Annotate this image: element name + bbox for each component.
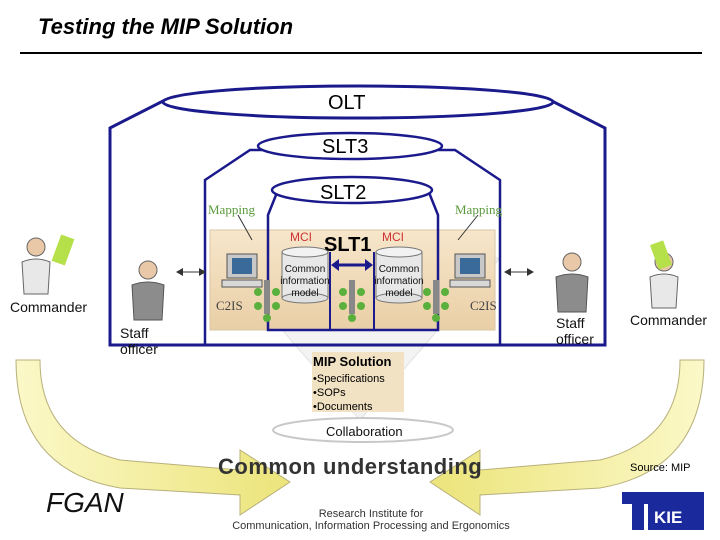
page-title: Testing the MIP Solution	[38, 14, 294, 39]
mapping-label-right: Mapping	[455, 202, 502, 217]
database-right	[375, 246, 423, 304]
mip-item-specifications: •Specifications	[313, 373, 385, 385]
mip-item-sops: •SOPs	[313, 387, 346, 399]
network-icon-center	[339, 280, 365, 322]
staff-officer-figure-right	[555, 252, 589, 313]
staff-officer-figure-left	[131, 260, 165, 321]
fgan-logo: FGAN	[46, 487, 124, 518]
network-icon-right	[423, 280, 449, 322]
common-understanding-label: Common understanding	[218, 454, 483, 479]
institute-line-1: Research Institute for	[318, 508, 424, 520]
database-left	[281, 246, 329, 304]
computer-icon-left	[221, 253, 263, 288]
institute-line-2: Communication, Information Processing an…	[232, 520, 510, 532]
mapping-label-left: Mapping	[208, 202, 255, 217]
slt3-label: SLT3	[322, 136, 369, 158]
c2is-label-right: C2IS	[470, 298, 497, 313]
slt2-label: SLT2	[320, 182, 367, 204]
mci-label-right: MCI	[382, 230, 404, 244]
olt-ellipse	[161, 84, 555, 120]
common-information-model-left: Common information model	[280, 264, 330, 299]
network-icon-left	[254, 280, 280, 322]
slt3-ellipse	[256, 131, 444, 161]
mip-solution-title: MIP Solution	[313, 354, 392, 369]
staff-officer-label-left: Staff officer	[120, 325, 158, 357]
kie-logo-graphic	[622, 492, 704, 530]
mip-solution-box	[312, 352, 404, 412]
slt2-ellipse	[270, 175, 434, 205]
institute-name: Research Institute for Communication, In…	[216, 508, 526, 532]
mip-item-documents: •Documents	[313, 401, 373, 413]
olt-label: OLT	[328, 92, 366, 114]
title-divider	[20, 52, 702, 54]
collaboration-ellipse	[272, 417, 454, 443]
commander-figure-right	[649, 240, 679, 309]
collaboration-label: Collaboration	[326, 424, 403, 439]
slt1-label: SLT1	[324, 234, 372, 256]
arrow-right	[429, 359, 705, 516]
arrow-left	[15, 359, 291, 516]
c2is-label-left: C2IS	[216, 298, 243, 313]
kie-logo-text: KIE	[654, 508, 683, 527]
slt3-frame	[203, 148, 502, 347]
mci-label-left: MCI	[290, 230, 312, 244]
computer-icon-right	[449, 253, 491, 288]
commander-label-left: Commander	[10, 299, 88, 315]
commander-figure-left	[21, 234, 75, 295]
source-label: Source: MIP	[630, 462, 691, 474]
common-information-model-right: Common information model	[374, 264, 424, 299]
staff-officer-label-right: Staff officer	[556, 315, 594, 347]
commander-label-right: Commander	[630, 312, 708, 328]
